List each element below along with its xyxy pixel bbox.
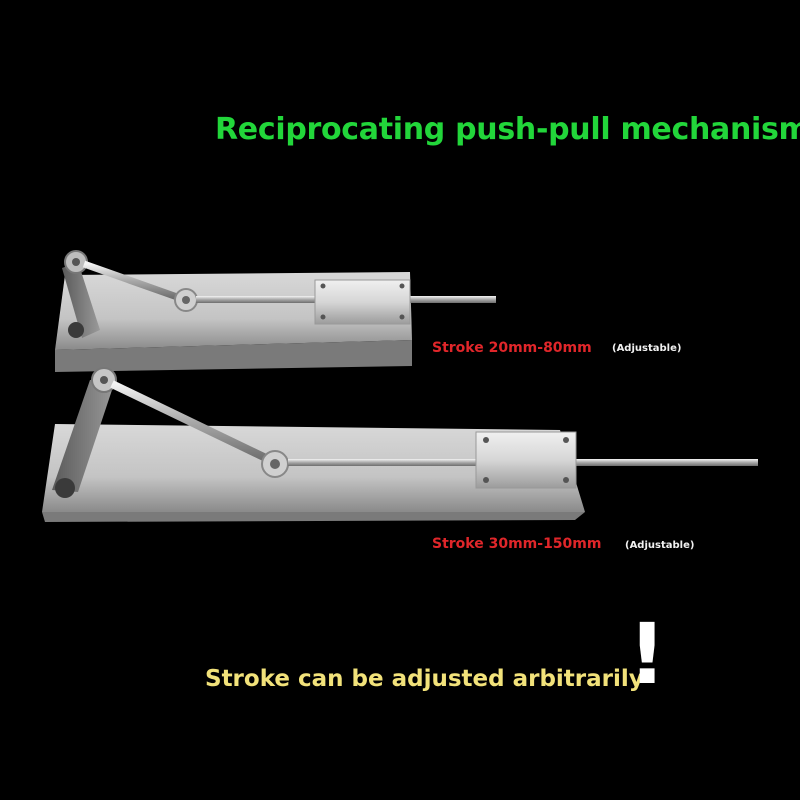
small-connecting-rod: [82, 260, 182, 302]
large-connecting-rod: [110, 380, 272, 464]
stroke-label-small: Stroke 20mm-80mm: [432, 340, 592, 356]
small-mechanism: [55, 250, 496, 372]
exclamation-mark: !: [628, 605, 667, 703]
stroke-label-large: Stroke 30mm-150mm: [432, 536, 602, 552]
large-slide-block: [475, 431, 577, 489]
small-slide-block: [314, 279, 411, 325]
small-crank-arm: [62, 262, 100, 338]
page-title: Reciprocating push-pull mechanism: [215, 112, 800, 147]
adjustable-note-large: (Adjustable): [625, 540, 695, 551]
large-base-plate: [42, 424, 585, 512]
adjustable-note-small: (Adjustable): [612, 343, 682, 354]
caption: Stroke can be adjusted arbitrarily: [205, 666, 644, 692]
large-mechanism: [42, 367, 758, 522]
large-crank-arm: [52, 378, 116, 492]
